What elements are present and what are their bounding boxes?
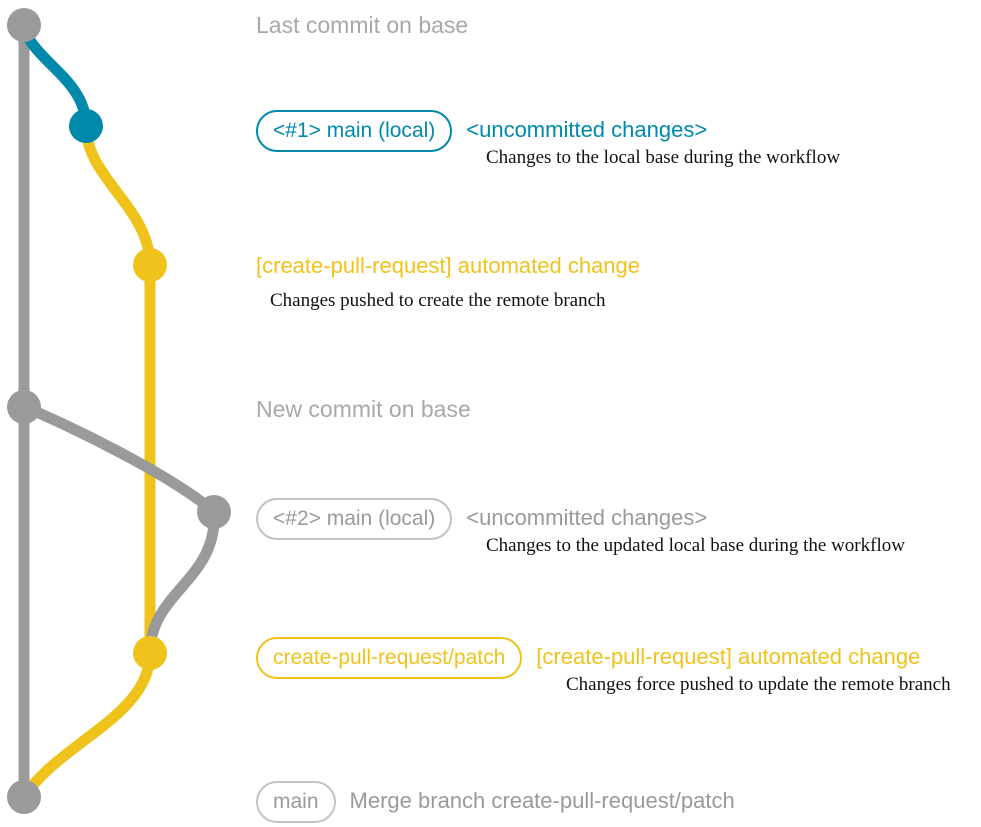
commit-note-automated-change-1: Changes pushed to create the remote bran…	[270, 290, 606, 311]
commit-row-automated-change-2: create-pull-request/patch [create-pull-r…	[256, 637, 920, 679]
commit-graph	[7, 8, 231, 814]
edge-local1-to-patch1	[80, 120, 156, 271]
commit-note-local-uncommitted-1: Changes to the local base during the wor…	[486, 147, 841, 168]
commit-note-local-uncommitted-2: Changes to the updated local base during…	[486, 535, 905, 556]
edge-local2-to-patch2	[144, 506, 220, 659]
commit-subject-merge-commit: Merge branch create-pull-request/patch	[349, 788, 735, 813]
branch-badge-main-local-1[interactable]: <#1> main (local)	[256, 110, 453, 152]
headline-new-commit-on-base: New commit on base	[256, 396, 471, 422]
branch-badge-main-local-2[interactable]: <#2> main (local)	[256, 498, 453, 540]
commit-note-automated-change-2: Changes force pushed to update the remot…	[566, 674, 951, 695]
commit-subject-automated-change-1: [create-pull-request] automated change	[256, 253, 641, 278]
node-base-new	[7, 390, 41, 424]
node-patch-1	[133, 248, 167, 282]
node-patch-2	[133, 636, 167, 670]
node-base-top	[7, 8, 41, 42]
node-local-1	[69, 109, 103, 143]
node-local-2	[197, 495, 231, 529]
commit-subject-local-uncommitted-2: <uncommitted changes>	[466, 505, 708, 530]
node-merge-base	[7, 780, 41, 814]
commit-row-automated-change-1: [create-pull-request] automated change	[256, 255, 640, 277]
edge-patch2-to-merge	[18, 647, 156, 803]
commit-row-local-uncommitted-2: <#2> main (local) <uncommitted changes>	[256, 498, 707, 540]
branch-badge-main[interactable]: main	[256, 781, 336, 823]
commit-row-merge-commit: main Merge branch create-pull-request/pa…	[256, 781, 735, 823]
commit-subject-automated-change-2: [create-pull-request] automated change	[536, 644, 921, 669]
commit-subject-local-uncommitted-1: <uncommitted changes>	[466, 117, 708, 142]
headline-last-commit-on-base: Last commit on base	[256, 12, 469, 38]
commit-row-local-uncommitted-1: <#1> main (local) <uncommitted changes>	[256, 110, 707, 152]
edge-base-to-local1	[18, 19, 92, 132]
branch-badge-create-pull-request-patch[interactable]: create-pull-request/patch	[256, 637, 523, 679]
edge-base-to-local2	[18, 401, 220, 518]
